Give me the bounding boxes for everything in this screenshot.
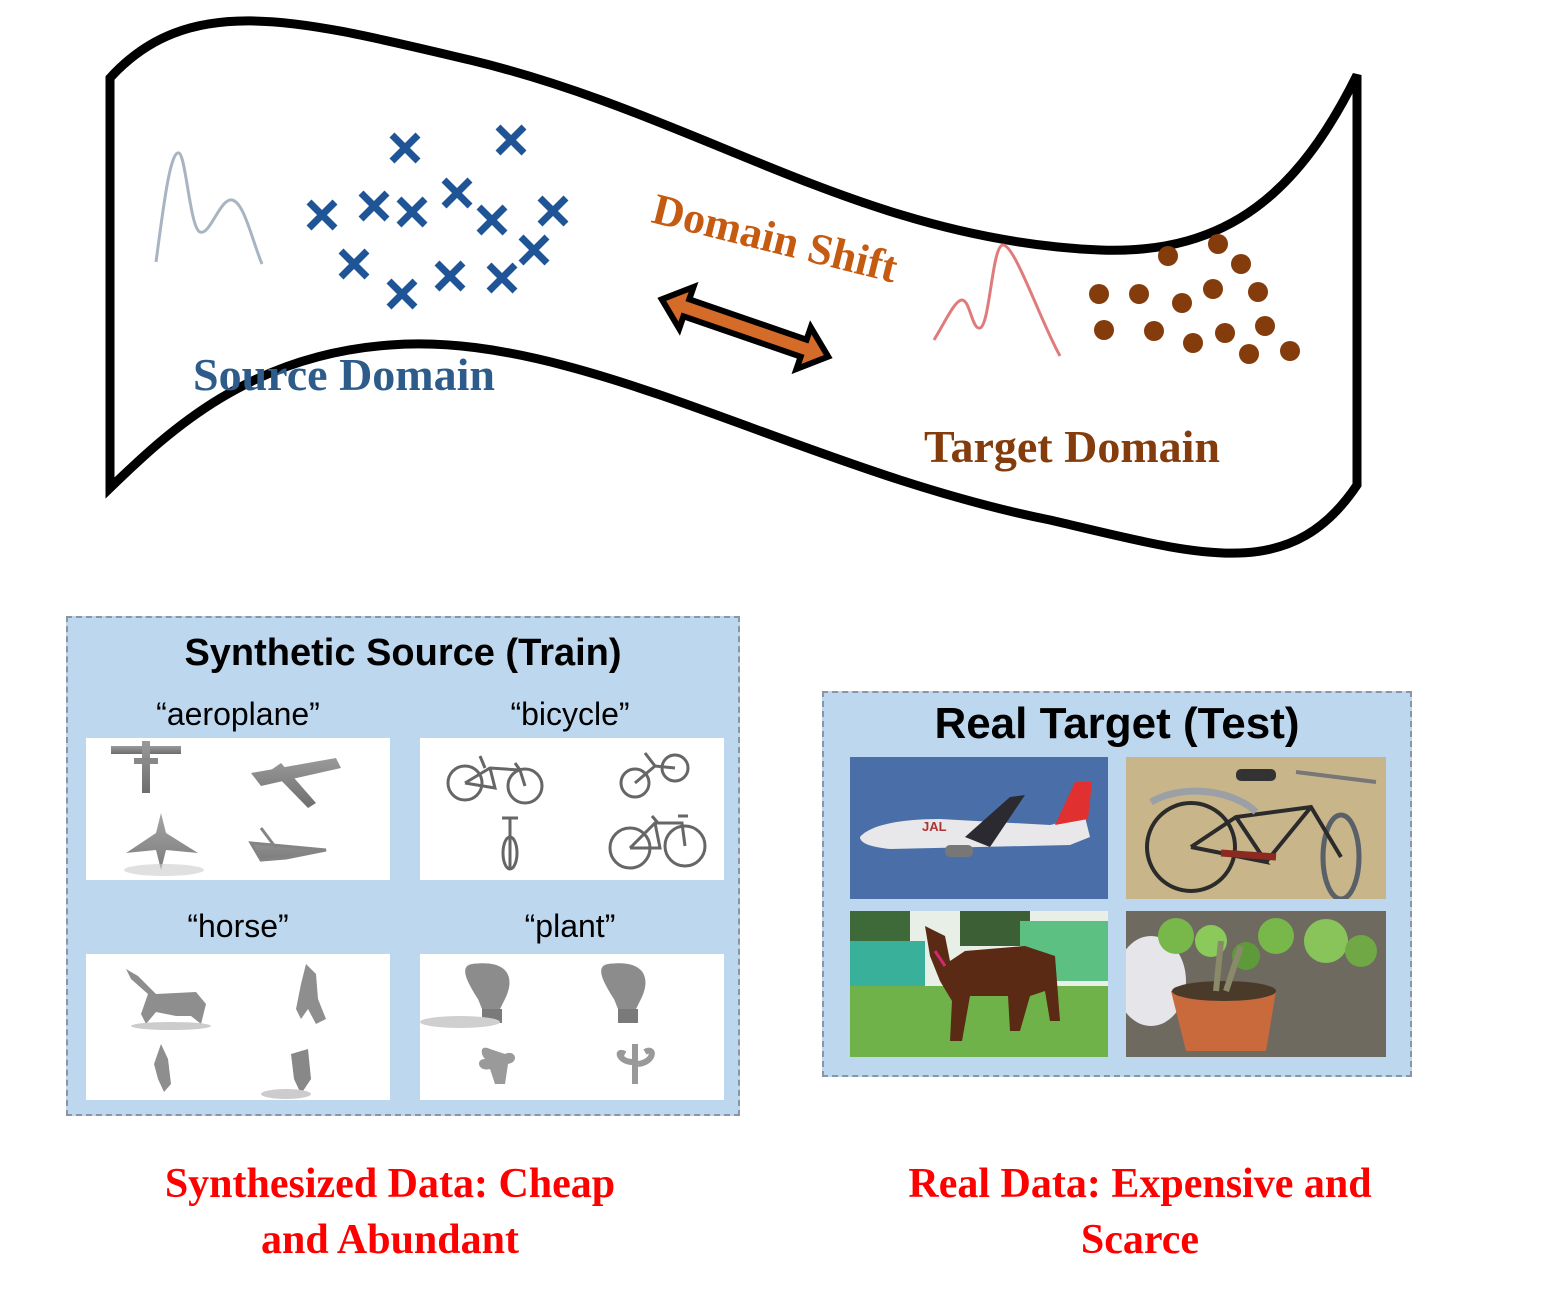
real-data-caption: Real Data: Expensive and Scarce xyxy=(840,1156,1440,1268)
source-scatter xyxy=(306,124,569,310)
plant-thumbnails xyxy=(420,954,724,1100)
target-dot-marker xyxy=(1158,246,1178,266)
domain-shift-banner: Domain Shift Source Domain Target Domain xyxy=(105,16,1362,558)
target-dot-marker xyxy=(1089,284,1109,304)
synthetic-source-title: Synthetic Source (Train) xyxy=(184,632,622,674)
potted-plant-photo xyxy=(1126,911,1386,1057)
source-cross-marker xyxy=(358,190,390,222)
bicycle-photo xyxy=(1126,757,1386,899)
real-caption-line2: Scarce xyxy=(1080,1217,1200,1263)
source-cross-marker xyxy=(338,248,370,280)
synthetic-data-caption: Synthesized Data: Cheap and Abundant xyxy=(90,1156,690,1268)
category-label-horse: “horse” xyxy=(187,908,289,944)
target-dot-marker xyxy=(1231,254,1251,274)
aeroplane-thumbnails xyxy=(86,738,390,880)
bicycle-thumbnails xyxy=(420,738,724,880)
banner-outline xyxy=(105,16,1362,558)
source-domain-label: Source Domain xyxy=(193,349,495,400)
svg-text:JAL: JAL xyxy=(922,819,947,834)
bidirectional-arrow-icon xyxy=(657,281,833,375)
category-label-bicycle: “bicycle” xyxy=(510,696,630,732)
source-cross-marker xyxy=(389,132,421,164)
target-dot-marker xyxy=(1255,316,1275,336)
plant-photo-icon xyxy=(1126,911,1386,1057)
horse-photo-icon xyxy=(850,911,1108,1057)
source-cross-marker xyxy=(486,262,518,294)
source-cross-marker xyxy=(537,195,569,227)
plant-3d-render-icon xyxy=(420,963,655,1084)
bicycle-3d-render-icon xyxy=(446,752,707,871)
target-dot-marker xyxy=(1203,279,1223,299)
airplane-photo: JAL xyxy=(850,757,1108,899)
source-cross-marker xyxy=(434,260,466,292)
target-dot-marker xyxy=(1208,234,1228,254)
source-cross-marker xyxy=(441,177,473,209)
target-dot-marker xyxy=(1280,341,1300,361)
real-target-title: Real Target (Test) xyxy=(934,699,1300,748)
real-caption-line1: Real Data: Expensive and xyxy=(908,1161,1372,1207)
synthetic-caption-line2: and Abundant xyxy=(260,1217,519,1263)
synthetic-caption-line1: Synthesized Data: Cheap xyxy=(164,1161,616,1207)
target-dot-marker xyxy=(1094,320,1114,340)
airplane-photo-icon: JAL xyxy=(850,757,1108,899)
category-label-aeroplane: “aeroplane” xyxy=(156,696,320,732)
horse-photo xyxy=(850,911,1108,1057)
real-target-panel: Real Target (Test) JAL xyxy=(822,691,1412,1077)
source-cross-marker xyxy=(386,278,418,310)
target-scatter xyxy=(1089,234,1300,364)
horse-3d-render-icon xyxy=(126,964,326,1099)
source-distribution-curve xyxy=(154,151,264,265)
source-cross-marker xyxy=(476,204,508,236)
target-dot-marker xyxy=(1248,282,1268,302)
target-dot-marker xyxy=(1215,323,1235,343)
source-cross-marker xyxy=(518,234,550,266)
target-domain-label: Target Domain xyxy=(924,421,1220,472)
target-distribution-curve xyxy=(932,243,1062,357)
target-dot-marker xyxy=(1129,284,1149,304)
target-dot-marker xyxy=(1144,321,1164,341)
target-dot-marker xyxy=(1183,333,1203,353)
category-label-plant: “plant” xyxy=(524,908,616,944)
synthetic-source-panel: Synthetic Source (Train) “aeroplane” “bi… xyxy=(66,616,740,1116)
source-cross-marker xyxy=(396,196,428,228)
target-dot-marker xyxy=(1239,344,1259,364)
source-cross-marker xyxy=(495,124,527,156)
target-dot-marker xyxy=(1172,293,1192,313)
source-cross-marker xyxy=(306,199,338,231)
horse-thumbnails xyxy=(86,954,390,1100)
airplane-3d-render-icon xyxy=(111,741,341,876)
bicycle-photo-icon xyxy=(1126,757,1386,899)
